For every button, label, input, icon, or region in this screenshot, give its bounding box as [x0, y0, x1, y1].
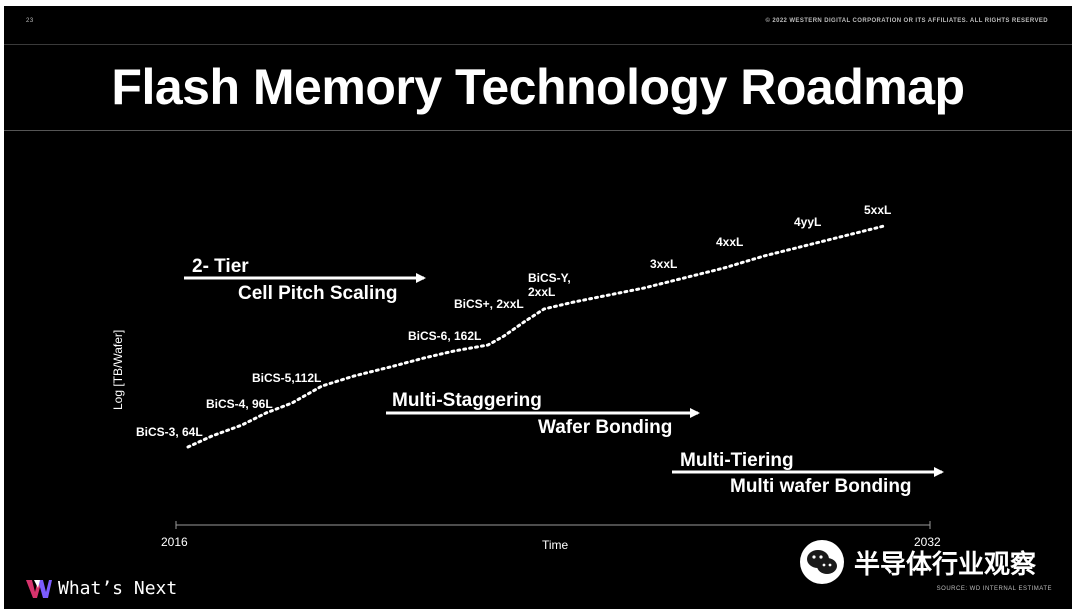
watermark-text: 半导体行业观察 [854, 549, 1037, 580]
gen-label-bics-plus: BiCS+, 2xxL [454, 297, 524, 311]
arrow-label-2tier: 2- Tier [192, 256, 249, 277]
gen-label-bics-y: BiCS-Y, [528, 271, 571, 285]
wechat-icon [800, 540, 844, 584]
whats-next-logo: What’s Next [26, 578, 177, 599]
source-note: SOURCE: WD INTERNAL ESTIMATE [936, 586, 1052, 592]
arrow-group-multi-tiering: Multi-Tiering Multi wafer Bonding [672, 450, 944, 497]
arrow-label-multi-tiering: Multi-Tiering [680, 450, 794, 471]
x-tick-label-2032: 2032 [914, 535, 941, 549]
arrow-label-wafer-bonding: Wafer Bonding [538, 417, 672, 438]
header-divider [4, 44, 1072, 45]
gen-label-bics5: BiCS-5,112L [252, 371, 321, 385]
title-divider [4, 130, 1072, 131]
page-number: 23 [26, 18, 34, 24]
gen-label-bics6: BiCS-6, 162L [408, 329, 481, 343]
copyright-notice: © 2022 WESTERN DIGITAL CORPORATION OR IT… [765, 18, 1048, 24]
logo-text: What’s Next [58, 578, 178, 599]
gen-label-4xxl: 4xxL [716, 235, 743, 249]
gen-label-4yyl: 4yyL [794, 215, 821, 229]
gen-label-3xxl: 3xxL [650, 257, 677, 271]
gen-label-5xxl: 5xxL [864, 203, 891, 217]
roadmap-trend-line [186, 224, 886, 449]
y-axis-title: Log [TB/Wafer] [111, 330, 125, 410]
gen-label-bics-y-2xxl: 2xxL [528, 285, 555, 299]
x-axis-title: Time [542, 538, 569, 552]
arrow-label-multi-wafer-bonding: Multi wafer Bonding [730, 476, 912, 497]
arrow-label-multi-staggering: Multi-Staggering [392, 390, 542, 411]
slide: 23 © 2022 WESTERN DIGITAL CORPORATION OR… [4, 6, 1072, 609]
arrow-group-multi-staggering: Multi-Staggering Wafer Bonding [386, 390, 700, 438]
gen-label-bics4: BiCS-4, 96L [206, 397, 273, 411]
wechat-watermark: 半导体行业观察 [800, 540, 1036, 584]
roadmap-chart: BiCS-3, 64L BiCS-4, 96L BiCS-5,112L BiCS… [111, 203, 944, 552]
arrow-label-cell-pitch-scaling: Cell Pitch Scaling [238, 283, 397, 304]
gen-label-bics3: BiCS-3, 64L [136, 425, 203, 439]
whats-next-logo-icon [26, 579, 52, 598]
arrow-group-2tier: 2- Tier Cell Pitch Scaling [184, 256, 426, 304]
x-tick-label-2016: 2016 [161, 535, 188, 549]
page-title: Flash Memory Technology Roadmap [111, 59, 965, 115]
